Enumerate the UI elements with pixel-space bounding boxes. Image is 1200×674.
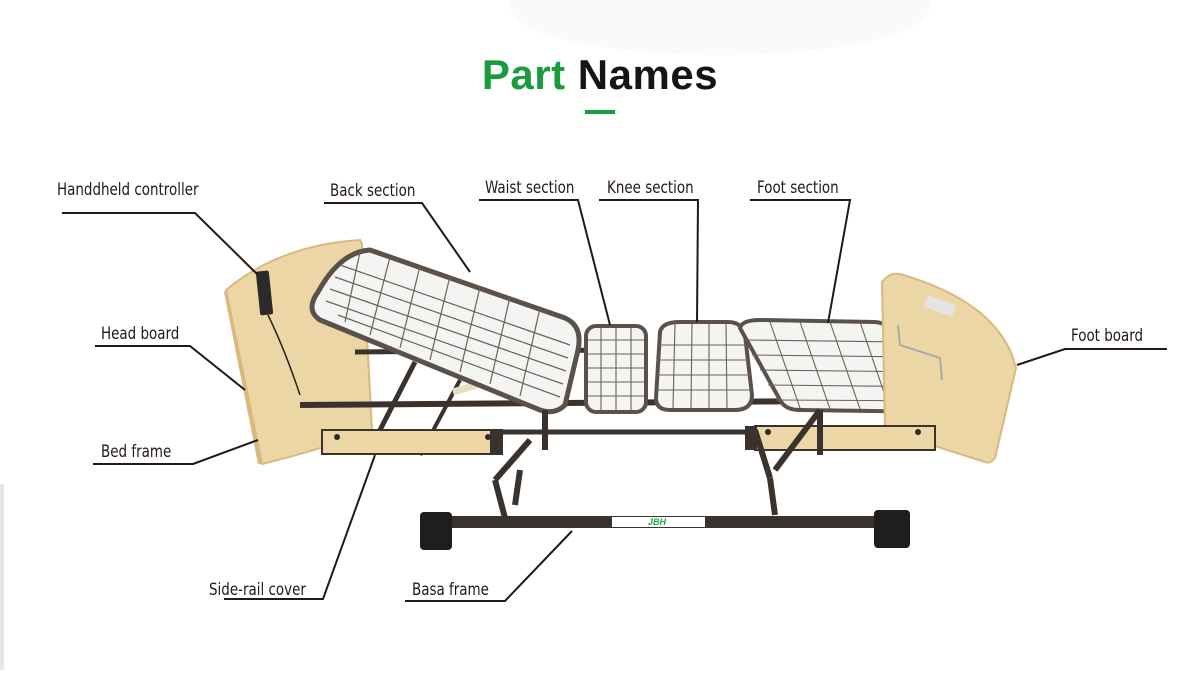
waist-section <box>584 324 648 414</box>
foot-board <box>880 272 1018 464</box>
label-back-section: Back section <box>330 181 416 201</box>
label-handheld-controller: Handdheld controller <box>57 180 199 200</box>
label-waist-section: Waist section <box>485 178 575 198</box>
label-knee-section: Knee section <box>607 178 694 198</box>
title-underline <box>585 110 615 114</box>
title-part-word: Part <box>481 51 566 98</box>
label-foot-board: Foot board <box>1071 326 1144 346</box>
title-names-word: Names <box>577 51 719 98</box>
back-section <box>309 247 582 415</box>
left-edge-strip <box>0 484 4 670</box>
page-title: Part Names <box>0 50 1200 100</box>
side-rail-cover <box>321 425 936 455</box>
handheld-controller <box>255 270 301 396</box>
lift-legs <box>492 408 823 519</box>
knee-section <box>653 320 755 412</box>
leader-lines <box>62 199 1167 602</box>
base-frame <box>420 510 910 550</box>
label-foot-section: Foot section <box>757 178 839 198</box>
label-head-board: Head board <box>101 324 180 344</box>
label-bed-frame: Bed frame <box>101 442 172 462</box>
label-base-frame: Basa frame <box>412 580 489 600</box>
label-side-rail-cover: Side-rail cover <box>209 580 306 600</box>
brand-logo: JBH <box>648 517 667 527</box>
